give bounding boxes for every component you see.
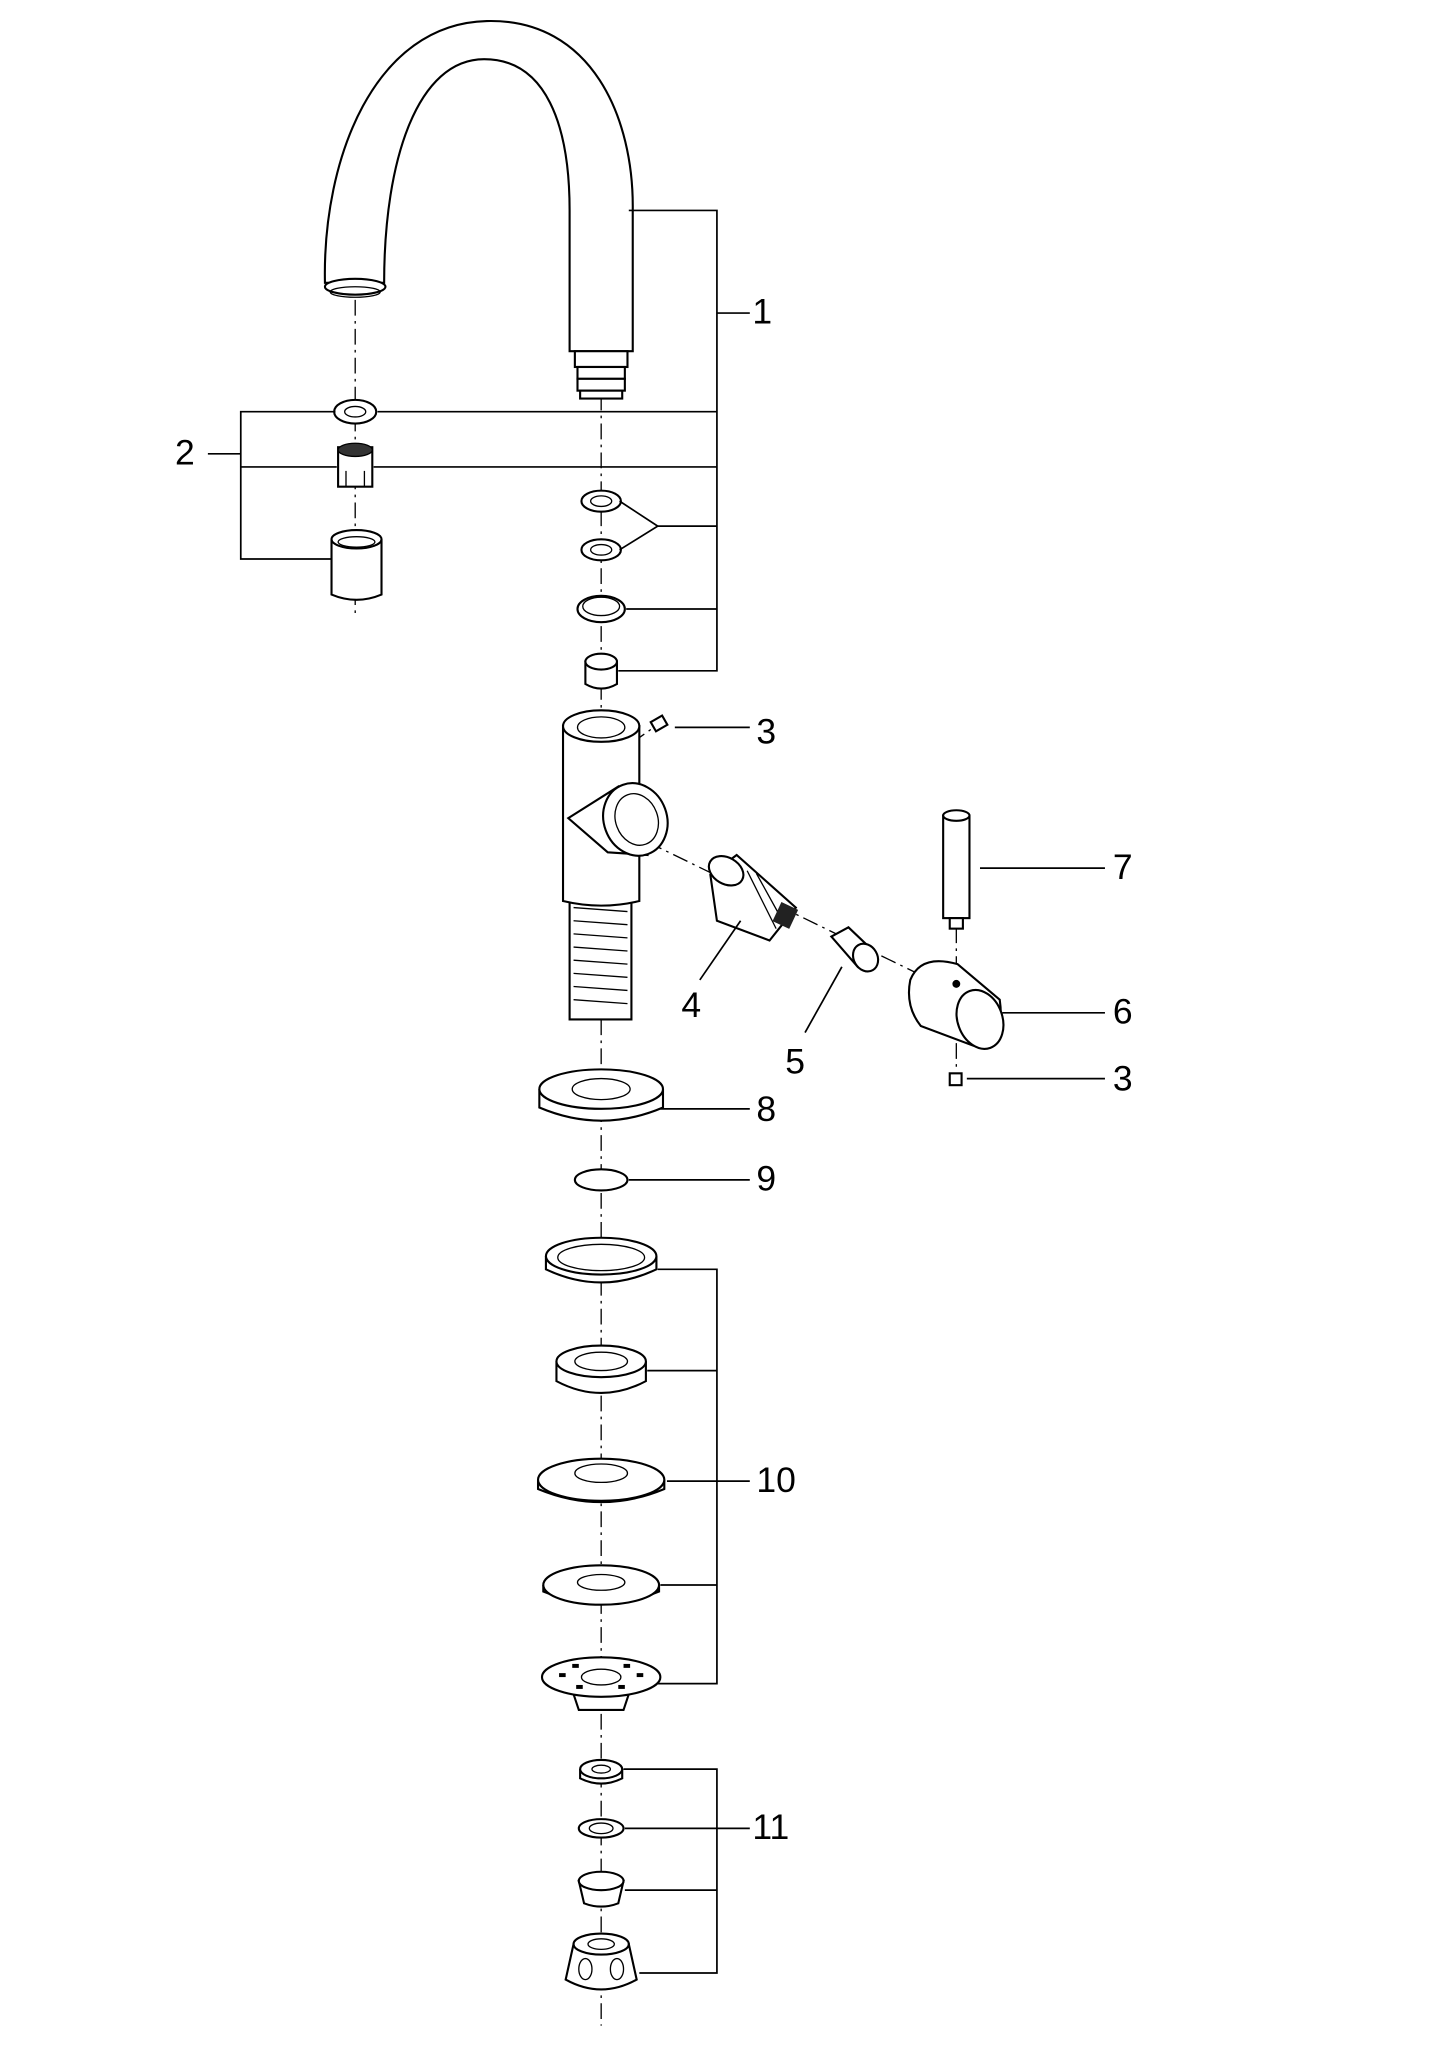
callout-2: 2 (175, 432, 195, 472)
center-lines (354, 299, 957, 2026)
callout-10: 10 (756, 1460, 796, 1500)
handle-part-6 (907, 960, 1005, 1050)
rosette-part-8 (538, 1068, 665, 1122)
threaded-shank (573, 906, 628, 1005)
callout-1: 1 (752, 292, 772, 332)
connection-set-part-11 (564, 1758, 638, 1991)
callout-5: 5 (785, 1041, 805, 1081)
mixer-body (561, 709, 669, 1021)
o-ring-part-9 (573, 1168, 629, 1192)
adapter-part-5 (829, 926, 880, 973)
callout-6: 6 (1113, 992, 1133, 1032)
grub-screw-part-3 (948, 1072, 963, 1087)
callout-3-bottom: 3 (1113, 1059, 1133, 1099)
callout-7: 7 (1113, 847, 1133, 887)
callout-labels: 1 2 3 7 4 6 5 3 8 9 10 11 (175, 292, 1133, 1847)
cartridge-part-4 (707, 853, 799, 942)
callout-8: 8 (756, 1089, 776, 1129)
spout-part-1 (323, 19, 634, 690)
callout-4: 4 (681, 985, 701, 1025)
callout-11: 11 (752, 1807, 789, 1847)
callout-9: 9 (756, 1159, 776, 1199)
mounting-set-part-10 (536, 1236, 666, 1712)
callout-3-top: 3 (756, 711, 776, 751)
spout-thread (573, 350, 629, 400)
leader-lines (207, 209, 1105, 1974)
lever-part-7 (942, 809, 971, 930)
aerator-part-2 (330, 398, 383, 601)
